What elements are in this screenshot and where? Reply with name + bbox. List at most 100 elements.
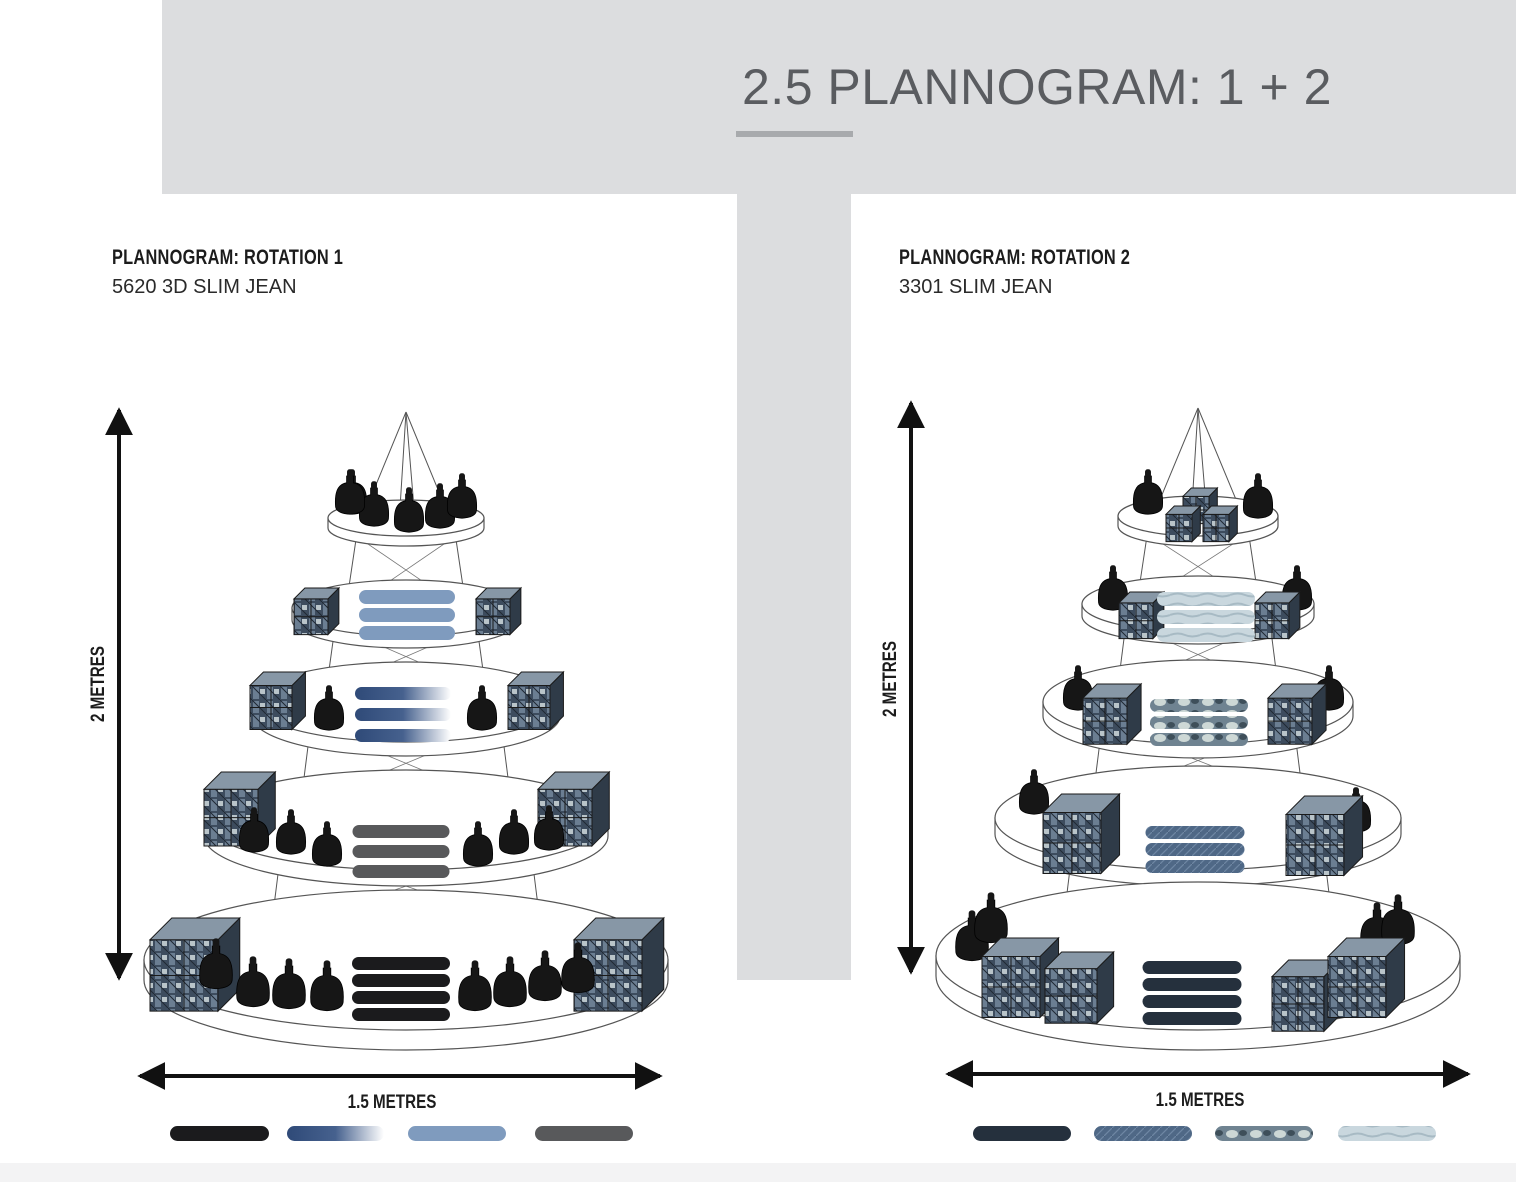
title-underline: [736, 131, 853, 137]
mannequin-torso: [393, 493, 425, 533]
header-band: [162, 0, 1516, 194]
mannequin-neck: [212, 938, 220, 948]
mannequin-torso: [236, 963, 270, 1008]
folded-jeans-stack: [1145, 860, 1245, 873]
mannequin-neck: [1110, 565, 1116, 574]
mannequin-torso: [1242, 479, 1274, 519]
mannequin-neck: [459, 473, 465, 482]
denim-cube-top: [292, 587, 341, 600]
mannequin-torso: [528, 957, 562, 1002]
folded-jeans-stack: [352, 957, 450, 970]
panel-2-width-label: 1.5 METRES: [1155, 1090, 1245, 1111]
mannequin-neck: [479, 685, 485, 694]
panel-1-swatch-legend: [170, 1126, 633, 1141]
denim-cube-top: [980, 937, 1060, 958]
folded-jeans-stack: [1150, 716, 1248, 729]
mannequin-neck: [968, 910, 976, 920]
swatch-light-blue: [408, 1126, 506, 1141]
mannequin-neck: [437, 483, 443, 492]
denim-cube-top: [536, 771, 611, 790]
folded-jeans-stack: [1157, 628, 1255, 642]
mannequin-torso: [1132, 475, 1164, 515]
swatch-black: [170, 1126, 269, 1141]
mannequin-torso: [334, 475, 366, 515]
mannequin-neck: [987, 892, 995, 902]
mannequin-torso: [533, 811, 565, 851]
mannequin-torso: [462, 827, 494, 867]
folded-jeans-stack: [1150, 733, 1248, 746]
mannequin-neck: [1075, 665, 1081, 674]
mannequin-neck: [1294, 565, 1300, 574]
folded-jeans-stack: [352, 825, 450, 838]
mannequin-neck: [574, 942, 582, 952]
panel-2-swatch-legend: [973, 1126, 1436, 1141]
mannequin-neck: [371, 481, 377, 490]
mannequin-torso: [311, 827, 343, 867]
denim-cube-top: [474, 587, 523, 600]
denim-cube-top: [572, 917, 665, 941]
mannequin-torso: [974, 899, 1008, 944]
mannequin-torso: [493, 963, 527, 1008]
mannequin-torso: [313, 691, 345, 731]
folded-jeans-stack: [359, 590, 455, 604]
mannequin-neck: [249, 956, 257, 966]
folded-jeans-stack: [1157, 610, 1255, 624]
panel-2-heading: PLANNOGRAM: ROTATION 2: [899, 246, 1131, 269]
folded-jeans-stack: [1142, 1012, 1242, 1025]
denim-cube-top: [1117, 591, 1166, 604]
folded-jeans-stack: [1142, 961, 1242, 974]
mannequin-torso: [272, 965, 306, 1010]
mannequin-torso: [199, 945, 233, 990]
denim-cube-top: [248, 671, 307, 686]
mannequin-torso: [275, 815, 307, 855]
mannequin-torso: [1097, 571, 1129, 611]
denim-cube-top: [202, 771, 277, 790]
swatch-grey: [535, 1126, 633, 1141]
mannequin-neck: [1326, 665, 1332, 674]
folded-jeans-stack: [359, 626, 455, 640]
folded-jeans-stack: [359, 608, 455, 622]
mannequin-torso: [458, 967, 492, 1012]
mannequin-neck: [347, 469, 353, 478]
swatch-indigo-fade: [287, 1126, 384, 1141]
frame-rod: [1197, 407, 1243, 515]
folded-jeans-stack: [352, 1008, 450, 1021]
denim-cube-top: [1043, 951, 1115, 970]
denim-cube-top: [1201, 505, 1239, 515]
bottom-strip: [0, 1163, 1516, 1182]
mannequin-neck: [323, 960, 331, 970]
folded-jeans-stack: [1142, 978, 1242, 991]
panel-2-display-stand: [935, 407, 1461, 1051]
folded-jeans-stack: [1145, 843, 1245, 856]
panel-1-subtitle: 5620 3D SLIM JEAN: [112, 276, 297, 298]
mannequin-neck: [511, 809, 517, 818]
page-title: 2.5 PLANNOGRAM: 1 + 2: [742, 59, 1332, 115]
mannequin-neck: [1373, 902, 1381, 912]
mannequin-neck: [475, 821, 481, 830]
folded-jeans-stack: [1145, 826, 1245, 839]
frame-rod: [399, 411, 407, 509]
mannequin-torso: [466, 691, 498, 731]
denim-cube-top: [1081, 683, 1143, 699]
frame-rod: [405, 411, 415, 509]
mannequin-neck: [288, 809, 294, 818]
folded-jeans-stack: [355, 729, 451, 742]
swatch-denim-mid: [1094, 1126, 1192, 1141]
denim-cube-top: [1326, 937, 1406, 958]
panel-2-subtitle: 3301 SLIM JEAN: [899, 276, 1053, 298]
folded-jeans-stack: [352, 845, 450, 858]
center-divider: [737, 194, 851, 980]
folded-jeans-stack: [1142, 995, 1242, 1008]
mannequin-torso: [238, 813, 270, 853]
mannequin-neck: [506, 956, 514, 966]
denim-cube-top: [506, 671, 565, 686]
mannequin-neck: [471, 960, 479, 970]
mannequin-neck: [1031, 769, 1037, 778]
mannequin-neck: [546, 805, 552, 814]
denim-cube-top: [148, 917, 241, 941]
denim-cube-top: [1266, 683, 1328, 699]
denim-cube-top: [1181, 487, 1219, 497]
panel-1-heading: PLANNOGRAM: ROTATION 1: [112, 246, 344, 269]
mannequin-torso: [498, 815, 530, 855]
